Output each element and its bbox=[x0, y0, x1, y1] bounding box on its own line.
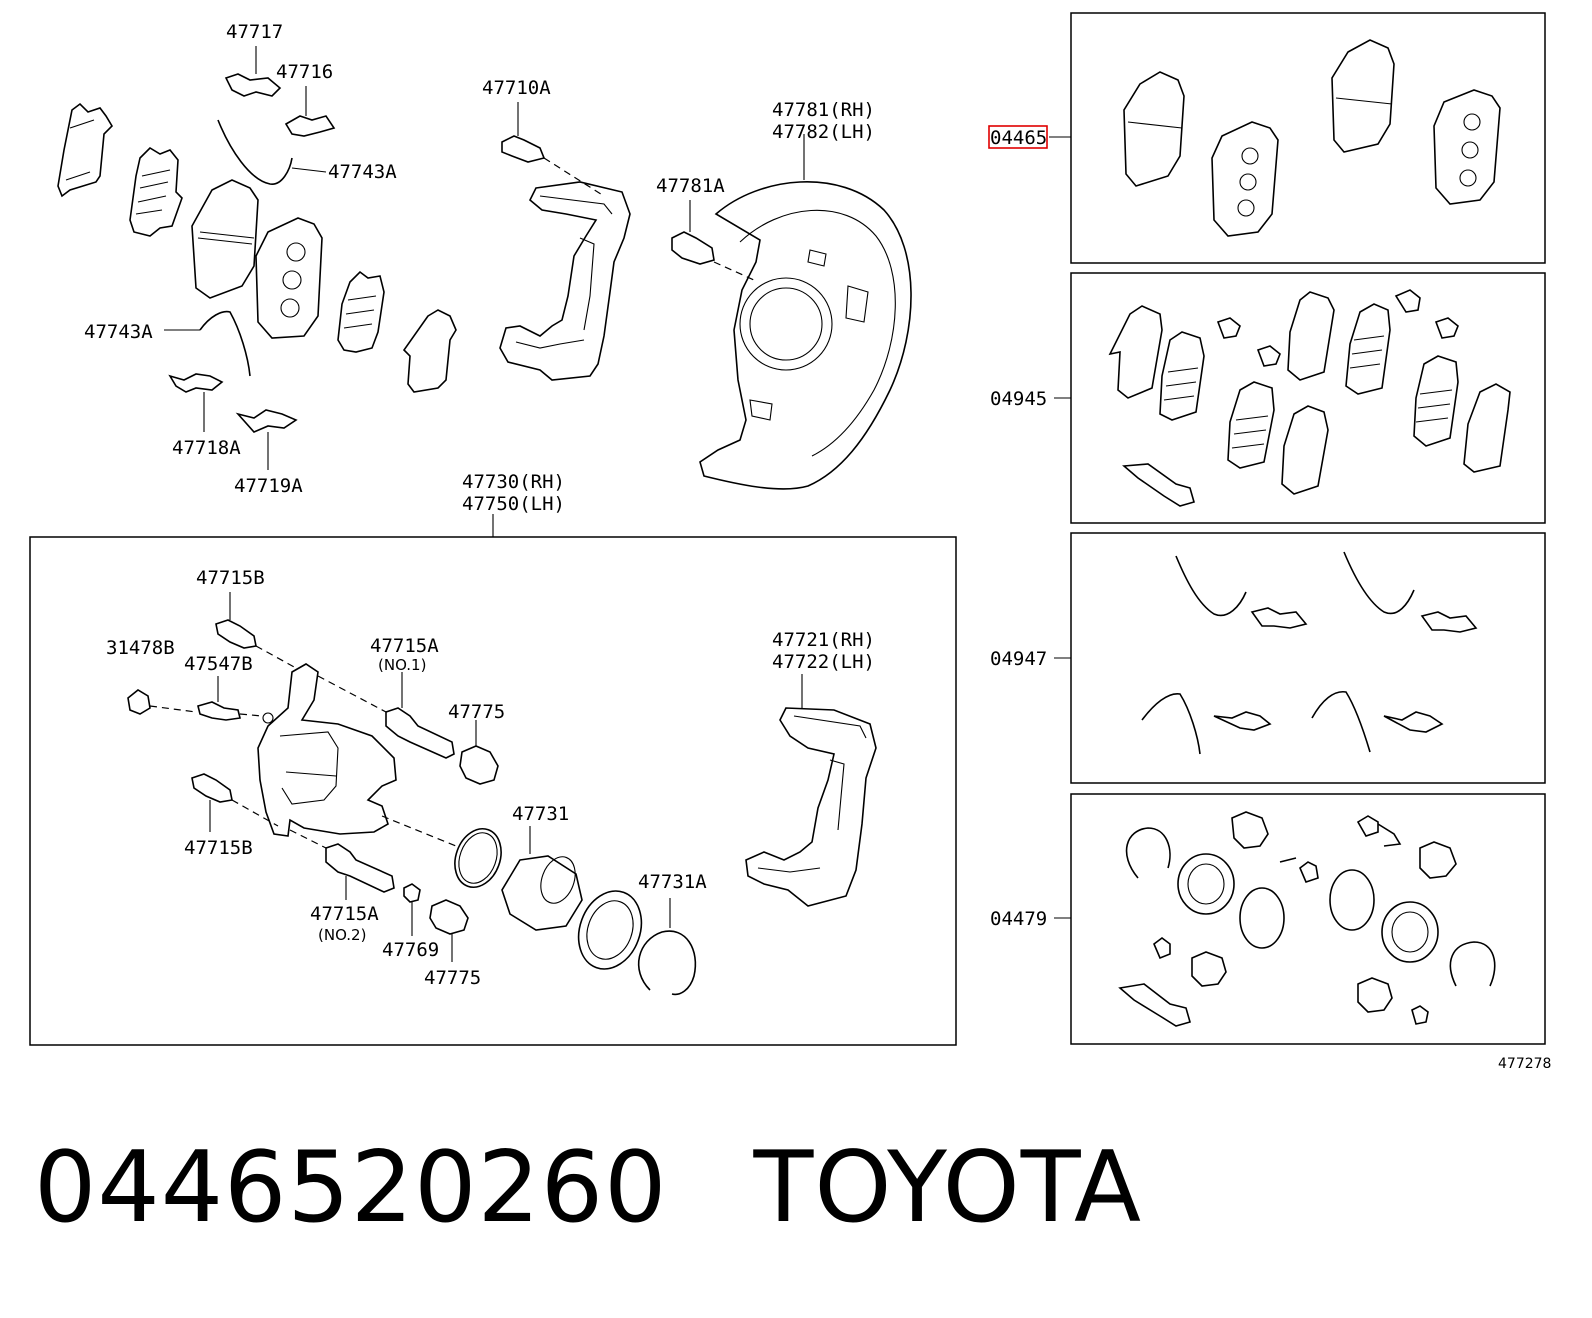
label-47781-rh: 47781(RH) bbox=[772, 99, 875, 121]
kit-04479-seals bbox=[1118, 811, 1496, 1027]
label-47743A-top: 47743A bbox=[328, 161, 397, 183]
label-47715A-bottom: 47715A bbox=[310, 903, 379, 925]
label-47775-top: 47775 bbox=[448, 701, 505, 723]
anti-squeal-shim-right bbox=[337, 270, 385, 353]
label-kit-04479: 04479 bbox=[990, 908, 1047, 930]
anti-squeal-shim-left-2 bbox=[129, 146, 183, 237]
highlight-04465 bbox=[988, 125, 1048, 149]
pad-support-plate-47719A bbox=[235, 409, 298, 470]
slide-pin-47715A-no2 bbox=[289, 829, 395, 900]
pad-support-plate-47717 bbox=[224, 46, 282, 97]
brake-pad-inner-left bbox=[191, 179, 259, 299]
label-no2: (NO.2) bbox=[318, 926, 366, 944]
label-47718A: 47718A bbox=[172, 437, 241, 459]
label-47730-rh: 47730(RH) bbox=[462, 471, 565, 493]
set-ring-47731A bbox=[637, 898, 697, 996]
label-47750-lh: 47750(LH) bbox=[462, 493, 565, 515]
brand-name: TOYOTA bbox=[753, 1131, 1143, 1245]
kit-box-04465 bbox=[1070, 12, 1546, 264]
boot-47775-bottom bbox=[429, 899, 469, 962]
brake-pad-outer-left bbox=[255, 217, 323, 339]
bolt-47715B-bottom bbox=[191, 773, 279, 832]
pad-support-plate-47716 bbox=[284, 86, 336, 137]
label-47716: 47716 bbox=[276, 61, 333, 83]
slide-pin-47715A-no1 bbox=[317, 672, 455, 759]
label-47731: 47731 bbox=[512, 803, 569, 825]
label-47715A-top: 47715A bbox=[370, 635, 439, 657]
label-31478B: 31478B bbox=[106, 637, 175, 659]
label-47721-rh: 47721(RH) bbox=[772, 629, 875, 651]
label-47547B: 47547B bbox=[184, 653, 253, 675]
kit-04947-indicators bbox=[1141, 551, 1478, 755]
bleeder-plug-47547B bbox=[197, 676, 263, 721]
bolt-47781A bbox=[671, 200, 755, 281]
label-47769: 47769 bbox=[382, 939, 439, 961]
part-number: 0446520260 bbox=[34, 1131, 668, 1245]
caliper-mounting-bracket bbox=[499, 181, 631, 381]
label-kit-04947: 04947 bbox=[990, 648, 1047, 670]
label-47710A: 47710A bbox=[482, 77, 551, 99]
cylinder-caliper-body bbox=[257, 663, 397, 837]
label-47719A: 47719A bbox=[234, 475, 303, 497]
bolt-47715B-top bbox=[215, 592, 297, 669]
anti-squeal-shim-left bbox=[57, 102, 114, 198]
wear-indicator-top bbox=[217, 119, 327, 185]
bolt-47710A bbox=[501, 102, 605, 197]
piston-boot bbox=[577, 890, 643, 970]
kit-box-04479 bbox=[1070, 793, 1546, 1045]
caliper-mounting-bracket-47721 bbox=[745, 674, 877, 907]
boot-47775-top bbox=[459, 720, 499, 785]
disc-brake-dust-cover bbox=[699, 134, 912, 490]
label-47782-lh: 47782(LH) bbox=[772, 121, 875, 143]
kit-04945-shims bbox=[1108, 289, 1511, 507]
label-47715B-bottom: 47715B bbox=[184, 837, 253, 859]
label-47743A-left: 47743A bbox=[84, 321, 153, 343]
anti-squeal-shim-right-2 bbox=[402, 309, 457, 393]
piston-seal bbox=[381, 815, 502, 888]
wear-indicator-left bbox=[164, 310, 251, 377]
label-47781A: 47781A bbox=[656, 175, 725, 197]
label-kit-04465: 04465 bbox=[990, 127, 1047, 149]
label-no1: (NO.1) bbox=[378, 656, 426, 674]
label-kit-04945: 04945 bbox=[990, 388, 1047, 410]
kit-box-04947 bbox=[1070, 532, 1546, 784]
bushing-47769 bbox=[403, 883, 421, 936]
label-47715B-top: 47715B bbox=[196, 567, 265, 589]
piston-47731 bbox=[501, 826, 583, 931]
label-47722-lh: 47722(LH) bbox=[772, 651, 875, 673]
kit-04465-pads bbox=[1123, 39, 1501, 237]
bleeder-cap-31478B bbox=[127, 689, 197, 715]
part-caption: 0446520260 TOYOTA bbox=[34, 1128, 1142, 1248]
caliper-assembly-box bbox=[29, 536, 957, 1046]
label-47717: 47717 bbox=[226, 21, 283, 43]
label-47731A: 47731A bbox=[638, 871, 707, 893]
label-47775-bottom: 47775 bbox=[424, 967, 481, 989]
pad-support-plate-47718A bbox=[168, 373, 224, 432]
callout-labels: 47717 47716 47743A 47743A 47718A 47719A … bbox=[84, 21, 1551, 1072]
drawing-code: 477278 bbox=[1498, 1056, 1551, 1072]
kit-box-04945 bbox=[1070, 272, 1546, 524]
